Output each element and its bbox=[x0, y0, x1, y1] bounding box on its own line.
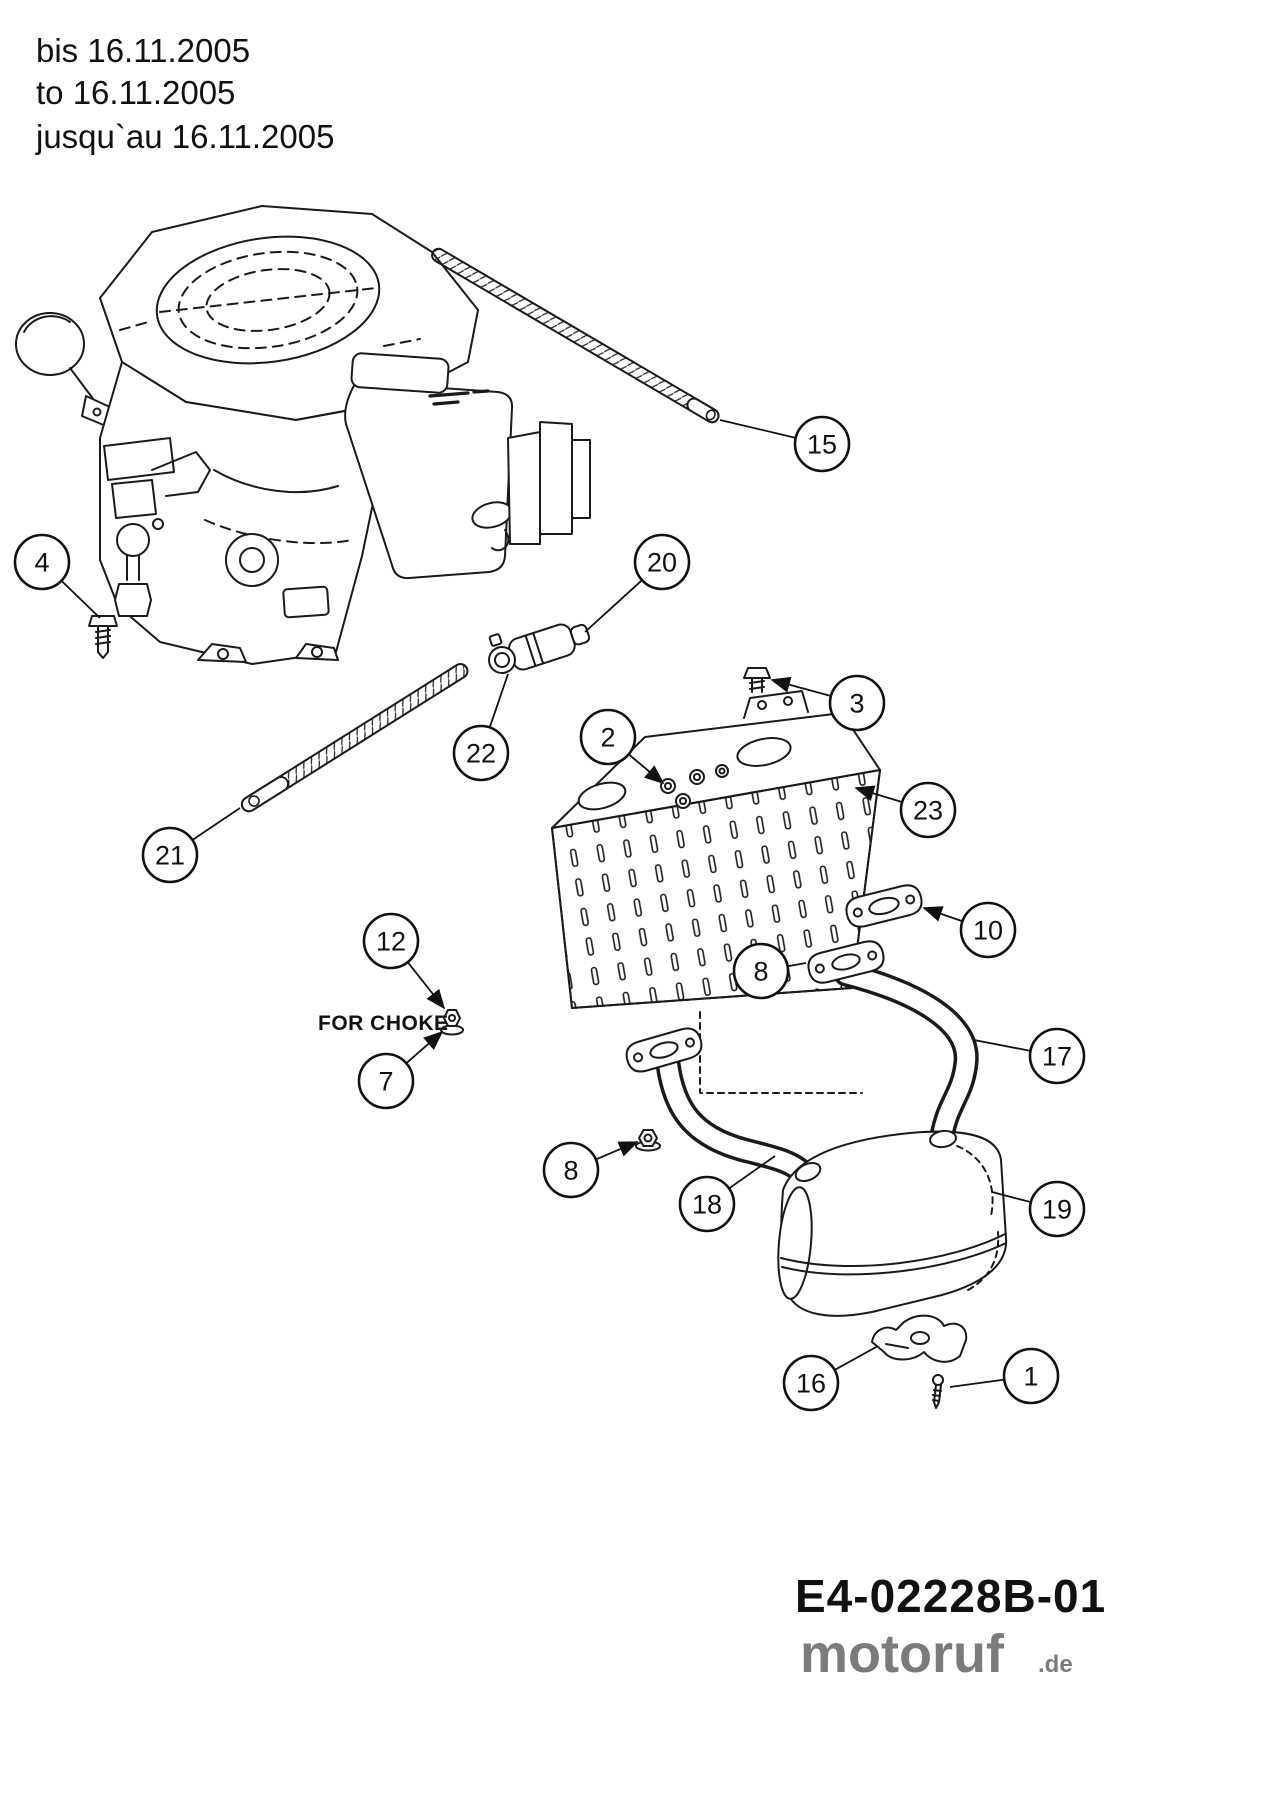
callout-leader-20 bbox=[584, 579, 643, 633]
callout-8 bbox=[732, 942, 790, 1000]
callout-number-8: 8 bbox=[753, 957, 768, 987]
exhaust-pipe-17 bbox=[807, 940, 979, 1149]
bolt-3 bbox=[743, 667, 771, 693]
callout-16 bbox=[782, 1354, 840, 1412]
callout-22 bbox=[452, 724, 510, 782]
header: bis 16.11.2005 to 16.11.2005 jusqu`au 16… bbox=[35, 32, 334, 155]
callout-23 bbox=[899, 781, 957, 839]
callout-15 bbox=[793, 415, 851, 473]
fuel-hose-21 bbox=[240, 663, 469, 813]
fuel-filter-20 bbox=[488, 623, 591, 674]
for-choke-label: FOR CHOKE bbox=[318, 1012, 449, 1035]
bolt-4 bbox=[88, 615, 118, 659]
engine-drawing bbox=[15, 205, 591, 665]
watermark-suffix-text: .de bbox=[1038, 1651, 1073, 1678]
callout-1 bbox=[1002, 1347, 1060, 1405]
callout-leader-8 bbox=[595, 1141, 639, 1161]
footer: motoruf .de E4-02228B-01 bbox=[795, 1570, 1106, 1684]
callout-leader-1 bbox=[949, 1378, 1005, 1388]
assembly-dashed-line bbox=[699, 1011, 863, 1094]
callout-number-1: 1 bbox=[1023, 1362, 1038, 1392]
callout-number-18: 18 bbox=[692, 1190, 722, 1220]
nut-8 bbox=[635, 1129, 661, 1152]
callout-19 bbox=[1028, 1180, 1086, 1238]
screw-1 bbox=[932, 1374, 944, 1409]
callout-12 bbox=[362, 912, 420, 970]
callout-number-12: 12 bbox=[376, 927, 406, 957]
callout-leader-21 bbox=[191, 807, 241, 841]
header-line-1: bis 16.11.2005 bbox=[36, 32, 250, 69]
callout-leader-3 bbox=[770, 676, 832, 697]
callout-8 bbox=[542, 1141, 600, 1199]
callout-leader-22 bbox=[488, 673, 509, 728]
heat-shield-23 bbox=[551, 690, 881, 1009]
header-line-3: jusqu`au 16.11.2005 bbox=[35, 118, 334, 155]
watermark-text: motoruf bbox=[800, 1624, 1005, 1684]
callout-layer: 15 4 20 22 21 3 2 23 10 8 17 12 7 8 18 19 16 1 bbox=[13, 415, 1086, 1412]
callout-number-21: 21 bbox=[155, 841, 185, 871]
callout-number-10: 10 bbox=[973, 916, 1003, 946]
callout-number-3: 3 bbox=[849, 689, 864, 719]
callout-leader-8 bbox=[787, 962, 807, 968]
callout-number-8: 8 bbox=[563, 1156, 578, 1186]
diagram-code: E4-02228B-01 bbox=[795, 1570, 1106, 1622]
dipstick-tube-15 bbox=[431, 247, 720, 424]
callout-leader-10 bbox=[922, 906, 963, 923]
oil-cap bbox=[15, 312, 113, 427]
callout-number-4: 4 bbox=[34, 548, 49, 578]
callout-leader-12 bbox=[407, 961, 446, 1010]
callout-number-19: 19 bbox=[1042, 1195, 1072, 1225]
pipe-18-flange bbox=[625, 1027, 703, 1073]
muffler-19 bbox=[777, 1129, 1008, 1317]
callout-number-15: 15 bbox=[807, 430, 837, 460]
callout-number-16: 16 bbox=[796, 1369, 826, 1399]
exhaust-pipe-18 bbox=[625, 1027, 819, 1189]
choke-nut-7 bbox=[440, 1009, 464, 1036]
callout-number-17: 17 bbox=[1042, 1042, 1072, 1072]
callout-leader-2 bbox=[628, 753, 665, 785]
callout-number-23: 23 bbox=[913, 796, 943, 826]
callout-number-22: 22 bbox=[466, 739, 496, 769]
pipe-17-flange bbox=[807, 940, 885, 984]
gasket-10 bbox=[845, 884, 923, 928]
callout-17 bbox=[1028, 1027, 1086, 1085]
callout-3 bbox=[828, 674, 886, 732]
callout-leader-16 bbox=[834, 1345, 879, 1371]
callout-number-7: 7 bbox=[378, 1067, 393, 1097]
header-line-2: to 16.11.2005 bbox=[36, 74, 235, 111]
shield-bolts-2 bbox=[660, 764, 729, 809]
callout-leader-23 bbox=[854, 785, 903, 803]
callout-number-20: 20 bbox=[647, 548, 677, 578]
callout-20 bbox=[633, 533, 691, 591]
callout-2 bbox=[579, 708, 637, 766]
callout-leader-15 bbox=[719, 419, 796, 439]
callout-leader-17 bbox=[973, 1039, 1031, 1052]
callout-18 bbox=[678, 1175, 736, 1233]
bracket-16 bbox=[871, 1314, 968, 1363]
callout-leader-7 bbox=[405, 1030, 444, 1064]
callout-7 bbox=[357, 1052, 415, 1110]
callout-number-2: 2 bbox=[600, 723, 615, 753]
callout-4 bbox=[13, 533, 71, 591]
callout-leader-18 bbox=[728, 1155, 776, 1190]
callout-leader-4 bbox=[60, 580, 101, 619]
callout-10 bbox=[959, 901, 1017, 959]
callout-leader-19 bbox=[991, 1191, 1032, 1204]
callout-21 bbox=[141, 826, 199, 884]
